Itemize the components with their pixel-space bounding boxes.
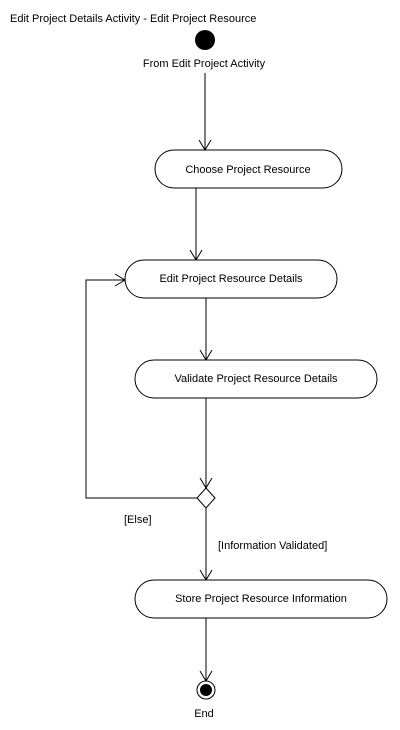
activity-label: Store Project Resource Information: [175, 593, 347, 605]
edge-decision-to-store: [199, 508, 213, 581]
final-node: [196, 680, 216, 700]
activity-label: Edit Project Resource Details: [159, 273, 303, 285]
guard-information-validated: [Information Validated]: [218, 540, 327, 552]
initial-node: [195, 30, 215, 50]
activity-edit-project-resource-details: Edit Project Resource Details: [124, 259, 338, 299]
activity-label: Validate Project Resource Details: [174, 373, 338, 385]
activity-store-project-resource-information: Store Project Resource Information: [134, 579, 388, 619]
decision-node: [196, 487, 216, 509]
diagram-title: Edit Project Details Activity - Edit Pro…: [10, 13, 256, 25]
edge-start-to-choose: [198, 73, 212, 151]
edge-choose-to-edit: [189, 188, 203, 261]
final-node-label: End: [194, 708, 214, 720]
activity-label: Choose Project Resource: [185, 164, 310, 176]
activity-validate-project-resource-details: Validate Project Resource Details: [134, 359, 378, 399]
edge-decision-else-to-edit: [85, 273, 197, 499]
edge-validate-to-decision: [199, 398, 213, 489]
edge-store-to-end: [199, 618, 213, 682]
guard-else: [Else]: [124, 514, 152, 526]
edge-edit-to-validate: [199, 298, 213, 361]
activity-choose-project-resource: Choose Project Resource: [154, 149, 343, 189]
initial-node-label: From Edit Project Activity: [143, 58, 266, 70]
